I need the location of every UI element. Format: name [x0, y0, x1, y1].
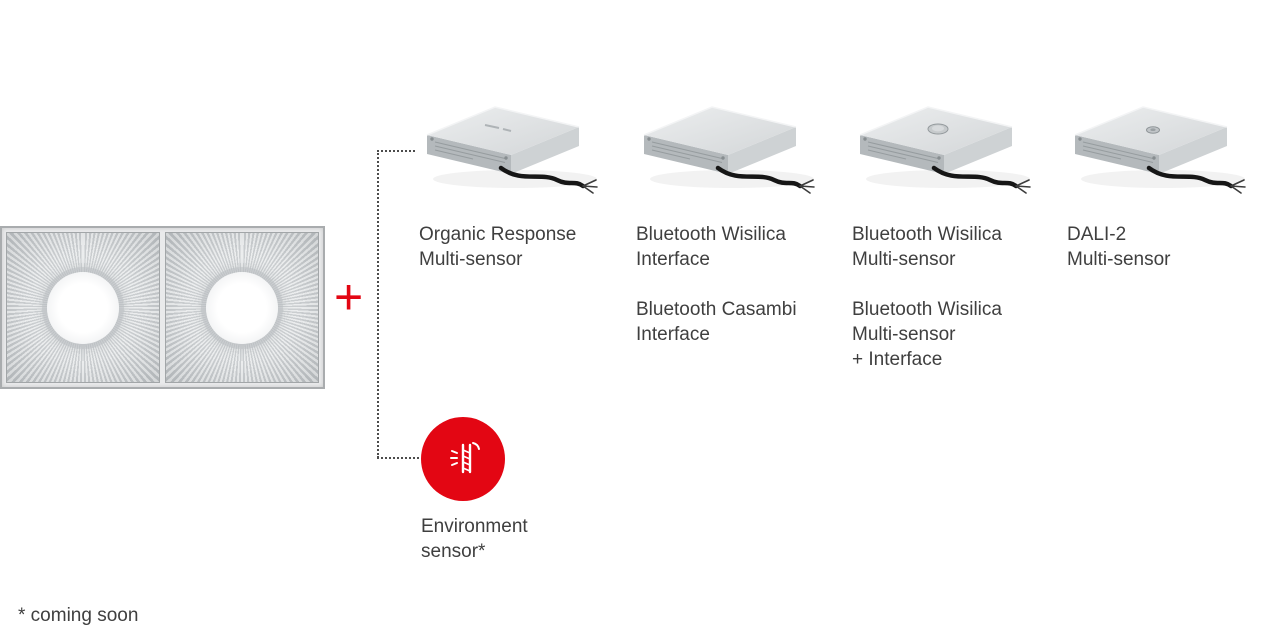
sensor-label: Organic Response Multi-sensor	[419, 224, 577, 270]
environment-sensor-icon	[421, 417, 505, 501]
air-filter-icon	[450, 442, 480, 474]
sensor-module-image	[1063, 95, 1259, 201]
sensor-module-image	[415, 95, 611, 201]
sensor-label: Bluetooth Wisilica Multi-sensor + Interf…	[852, 299, 1002, 370]
luminaire-lens-right	[165, 232, 319, 383]
sensor-label: DALI-2 Multi-sensor	[1067, 224, 1171, 270]
sensor-label: Bluetooth Wisilica Multi-sensor	[852, 224, 1002, 270]
sensor-column-bluetooth-interface: Bluetooth Wisilica Interface Bluetooth C…	[632, 95, 844, 347]
led-disc-left	[47, 271, 119, 344]
connector-line-vertical	[377, 150, 379, 458]
connector-line-bottom	[377, 457, 419, 459]
sensor-module-image	[632, 95, 828, 201]
sensor-column-dali-2: DALI-2 Multi-sensor	[1063, 95, 1275, 272]
footnote-coming-soon: * coming soon	[18, 605, 139, 626]
connector-line-top	[377, 150, 415, 152]
sensor-column-bluetooth-multi-sensor: Bluetooth Wisilica Multi-sensor Bluetoot…	[848, 95, 1060, 372]
sensor-label: Bluetooth Wisilica Interface	[636, 224, 786, 270]
plus-icon: +	[334, 269, 364, 325]
sensor-column-organic-response: Organic Response Multi-sensor	[415, 95, 627, 272]
sensor-module-image	[848, 95, 1044, 201]
environment-sensor-label: Environment sensor*	[421, 516, 528, 562]
luminaire-image	[0, 226, 325, 389]
luminaire-lens-left	[6, 232, 160, 383]
led-disc-right	[206, 271, 278, 344]
sensor-label: Bluetooth Casambi Interface	[636, 299, 797, 345]
